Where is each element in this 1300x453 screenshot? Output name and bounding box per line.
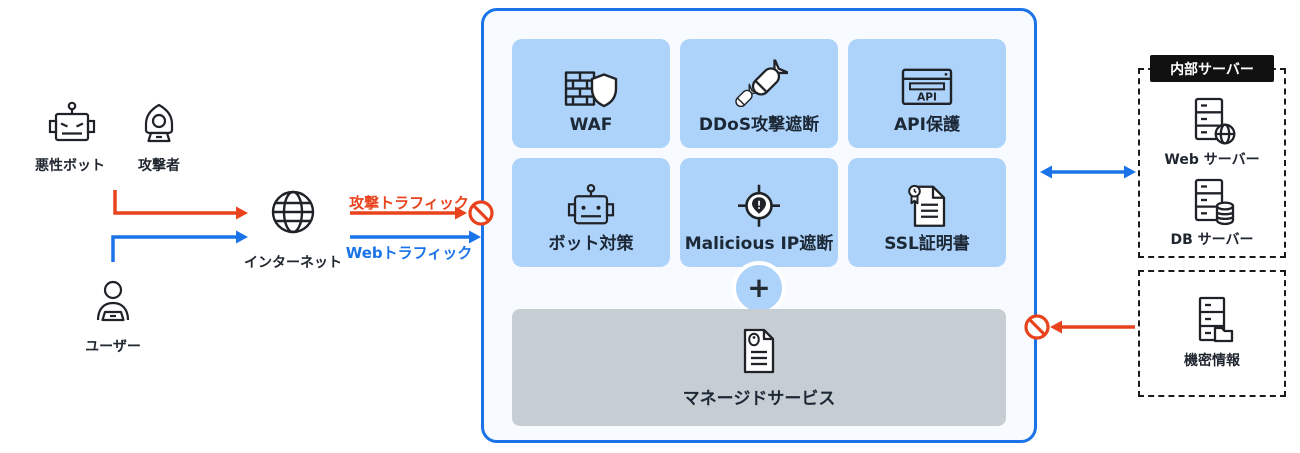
plus-sign: + <box>747 271 771 304</box>
web-elbow-arrow-line <box>111 235 236 262</box>
web-server-label: Web サーバー <box>1164 152 1260 168</box>
api-icon-text: API <box>917 91 937 103</box>
plus-connector: + <box>732 261 786 315</box>
tile-ddos-label: DDoS攻撃遮断 <box>698 115 820 135</box>
api-window-icon: API <box>901 68 953 105</box>
internet-label: インターネット <box>244 255 342 271</box>
waf-firewall-shield-icon <box>564 70 618 107</box>
bidirectional-left-arrowhead <box>1040 165 1052 179</box>
tile-api-label: API保護 <box>894 115 960 135</box>
malicious-bot-icon <box>48 101 96 142</box>
malicious-bot-label: 悪性ボット <box>35 158 105 174</box>
secret-info-cabinet-icon <box>1198 296 1234 343</box>
tile-waf-label: WAF <box>569 115 613 135</box>
blocked-attack-icon <box>468 200 494 226</box>
bidirectional-right-arrowhead <box>1124 165 1136 179</box>
web-elbow-arrowhead <box>236 230 248 244</box>
managed-service-document-icon <box>743 328 775 374</box>
secret-info-label: 機密情報 <box>1184 353 1240 369</box>
ssl-certificate-icon <box>908 184 946 227</box>
tile-malicious-ip: Malicious IP遮断 <box>680 158 838 267</box>
db-server-icon <box>1194 178 1235 226</box>
web-server-icon <box>1194 97 1236 145</box>
tile-api: API API保護 <box>848 39 1006 148</box>
secret-data-zone <box>1138 270 1286 397</box>
ddos-bombs-icon <box>735 58 788 107</box>
tile-ddos: DDoS攻撃遮断 <box>680 39 838 148</box>
managed-service-panel: マネージドサービス <box>512 309 1006 426</box>
security-services-box: WAF DDoS攻撃遮断 <box>481 8 1037 443</box>
internal-servers-header: 内部サーバー <box>1150 55 1274 82</box>
attacker-label: 攻撃者 <box>138 158 180 174</box>
managed-service-label: マネージドサービス <box>682 389 836 409</box>
user-icon <box>96 280 130 322</box>
internet-globe-icon <box>271 190 315 234</box>
malicious-ip-target-icon <box>738 184 780 227</box>
tile-malicious-ip-label: Malicious IP遮断 <box>684 234 834 254</box>
attack-elbow-arrowhead <box>236 206 248 220</box>
bot-robot-icon <box>567 183 615 224</box>
blocked-secret-icon <box>1024 314 1050 340</box>
attacker-icon <box>144 103 174 143</box>
db-server-label: DB サーバー <box>1170 232 1254 248</box>
attack-elbow-arrow-line <box>113 190 236 215</box>
tile-bot-label: ボット対策 <box>548 234 634 254</box>
tile-waf: WAF <box>512 39 670 148</box>
tile-bot: ボット対策 <box>512 158 670 267</box>
tile-ssl: SSL証明書 <box>848 158 1006 267</box>
tile-ssl-label: SSL証明書 <box>884 234 970 254</box>
attack-traffic-label: 攻撃トラフィック <box>349 194 469 212</box>
user-label: ユーザー <box>85 339 141 355</box>
web-traffic-label: Webトラフィック <box>345 244 473 262</box>
